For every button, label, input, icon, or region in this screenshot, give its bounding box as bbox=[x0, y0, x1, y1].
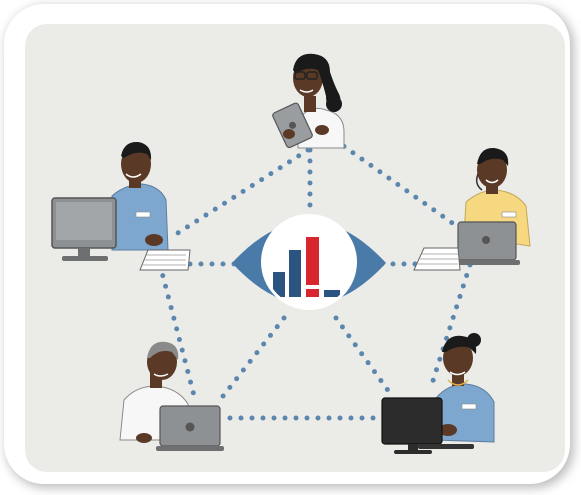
laptop-icon bbox=[454, 221, 520, 265]
network-connections bbox=[157, 137, 473, 421]
tablet-icon bbox=[272, 102, 313, 149]
alert-dot bbox=[306, 289, 319, 297]
person-with-tablet bbox=[272, 53, 345, 149]
person-at-desktop bbox=[381, 333, 495, 454]
paper-stack-icon bbox=[413, 247, 461, 271]
person-at-desktop bbox=[51, 141, 191, 271]
person-with-laptop bbox=[119, 341, 224, 451]
monitor-icon bbox=[51, 197, 117, 261]
connection-line bbox=[427, 262, 473, 393]
chart-bar bbox=[289, 250, 301, 297]
paper-stack-icon bbox=[139, 249, 191, 271]
alert-bar bbox=[306, 237, 319, 285]
connection-line bbox=[217, 315, 287, 403]
eye-with-bar-chart-icon bbox=[232, 214, 386, 310]
monitor-icon bbox=[381, 397, 474, 454]
laptop-icon bbox=[156, 405, 224, 451]
chart-bar bbox=[273, 272, 285, 297]
connection-line bbox=[332, 137, 468, 235]
person-with-laptop bbox=[413, 147, 531, 271]
chart-bar bbox=[324, 290, 340, 297]
connection-line bbox=[157, 262, 199, 406]
